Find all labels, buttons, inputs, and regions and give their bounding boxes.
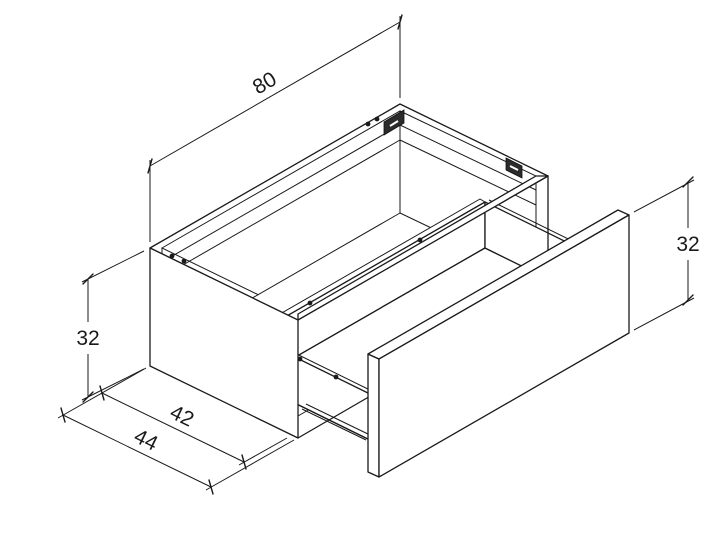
carcass-front-bottom-edge (297, 390, 380, 439)
screw-hole (297, 356, 303, 362)
dimension-tick (241, 454, 247, 470)
screw-hole (417, 237, 423, 243)
dimension-line (101, 392, 245, 463)
carcass-front-top-rail (297, 175, 549, 321)
drawer-runner-left-outer (301, 408, 367, 441)
dimension-tick (397, 14, 403, 30)
screw-hole (169, 253, 175, 259)
cabinet-carcass-front (149, 175, 549, 439)
screw-hole (333, 374, 339, 380)
carcass-left-gable (149, 247, 299, 439)
extension-line (238, 437, 288, 466)
extension-line (81, 368, 145, 401)
drawer-runner-left-inner (305, 403, 371, 436)
dimension-label-width: 80 (249, 68, 281, 100)
dimension-cabinet-height: 32 (76, 250, 145, 403)
wall-mount-bracket-left-slot (389, 120, 399, 127)
dimension-line (62, 414, 212, 488)
screw-hole (365, 121, 371, 127)
dimension-tick (682, 294, 694, 306)
drawer-front-panel (378, 214, 630, 478)
screw-hole (374, 116, 380, 122)
drawer-front (367, 209, 630, 478)
dimension-tick (82, 391, 94, 403)
drawer-front-left-end-cap (367, 353, 380, 478)
dimension-tick (208, 479, 214, 495)
dimension-label-total-depth: 44 (130, 425, 161, 456)
dimension-drawer-front-height: 32 (633, 176, 700, 331)
screw-hole (181, 258, 187, 264)
hanging-rail-right-top (399, 124, 537, 191)
dimension-line (149, 21, 401, 167)
wall-mount-bracket-right-slot (509, 165, 519, 171)
hanging-rail-back-top (161, 124, 401, 263)
dimension-label-drawer-front-height: 32 (676, 233, 699, 256)
dimension-label-cabinet-height: 32 (76, 327, 99, 350)
extension-line (205, 439, 295, 491)
extension-line (81, 250, 145, 283)
dimension-tick (147, 158, 153, 174)
dimension-tick (682, 176, 694, 188)
hanging-rail-back-bottom (161, 139, 401, 278)
extension-line (57, 367, 147, 419)
dimension-tick (60, 407, 66, 423)
dimension-tick (82, 273, 94, 285)
screw-hole (307, 300, 313, 306)
